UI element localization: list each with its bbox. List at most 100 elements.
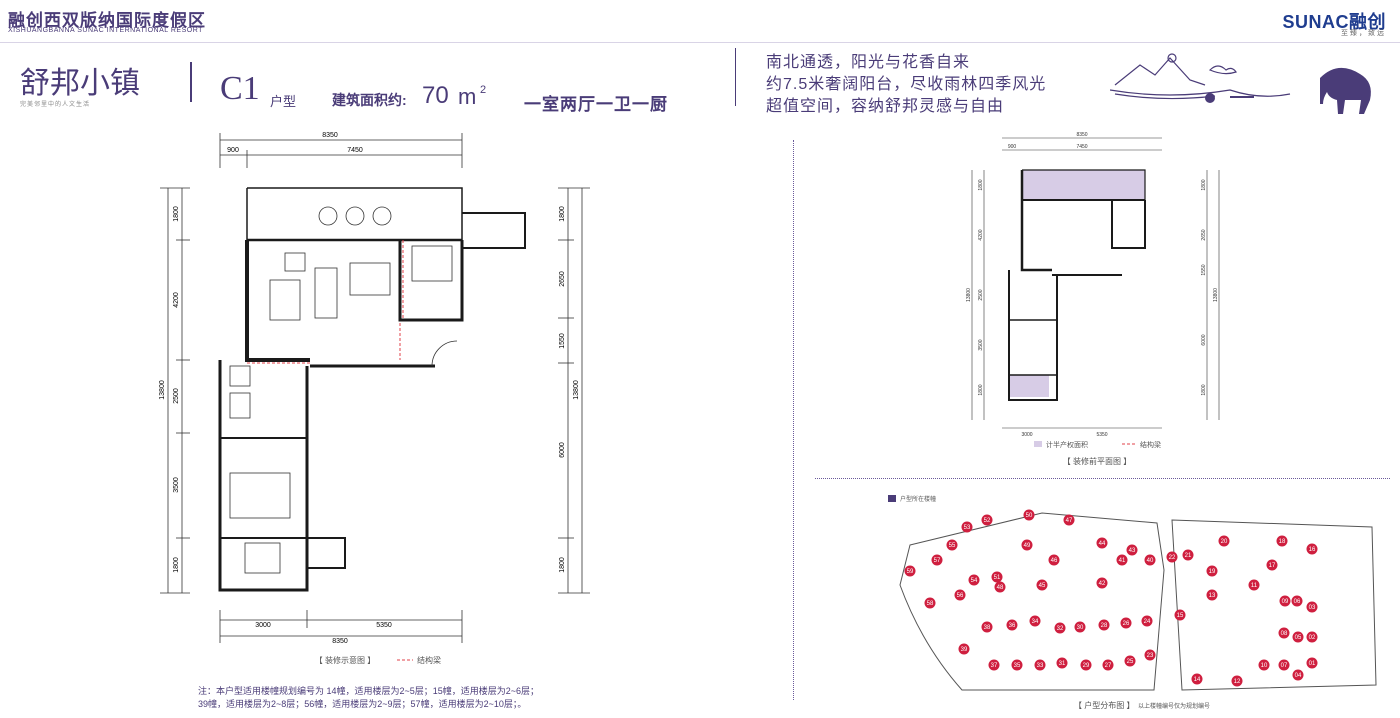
building-label-01: 01 (1309, 661, 1316, 667)
building-marker-45 (1036, 579, 1048, 591)
pre-dim-right-2: 2650 (1201, 229, 1207, 240)
building-marker-01 (1306, 657, 1318, 669)
building-label-24: 24 (1144, 619, 1151, 625)
building-label-41: 41 (1119, 558, 1126, 564)
building-label-19: 19 (1209, 569, 1216, 575)
dim-right-1: 1800 (559, 206, 566, 222)
project-tagline: 完美邻里中的人文生活 (20, 102, 91, 108)
decorative-illustration (1110, 53, 1371, 114)
building-label-53: 53 (964, 525, 971, 531)
area-label: 建筑面积约: (332, 92, 407, 108)
building-marker-29 (1080, 659, 1092, 671)
main-floor-plan: 8350 900 7450 13800 1800 4200 2500 3500 … (159, 132, 590, 665)
building-marker-07 (1278, 659, 1290, 671)
dim-left-5: 1800 (173, 557, 180, 573)
brand-name-cn: 融创西双版纳国际度假区 (8, 11, 206, 30)
building-label-20: 20 (1221, 539, 1228, 545)
building-label-06: 06 (1294, 599, 1301, 605)
building-marker-37 (988, 659, 1000, 671)
building-label-48: 48 (997, 585, 1004, 591)
pre-dim-left-3: 2500 (978, 289, 984, 300)
pre-dim-top-right: 7450 (1076, 144, 1087, 150)
area-unit: m (458, 84, 477, 109)
half-area-legend-swatch (1034, 441, 1042, 447)
pre-dim-top-left: 900 (1008, 144, 1017, 150)
building-marker-05 (1292, 631, 1304, 643)
pre-dim-right-total: 13800 (1213, 288, 1219, 302)
building-marker-46 (1048, 554, 1060, 566)
feature-3: 超值空间，容纳舒邦灵感与自由 (766, 98, 1005, 115)
building-marker-26 (1120, 617, 1132, 629)
dim-bottom-left: 3000 (255, 622, 271, 629)
building-marker-49 (1021, 539, 1033, 551)
building-label-17: 17 (1269, 563, 1276, 569)
pre-dim-bottom-left: 3000 (1021, 432, 1032, 438)
building-marker-23 (1144, 649, 1156, 661)
dim-bottom-right: 5350 (376, 622, 392, 629)
building-marker-25 (1124, 655, 1136, 667)
building-marker-32 (1054, 622, 1066, 634)
area-value: 70 (422, 82, 449, 109)
site-caption: 【 户型分布图 】 (1074, 701, 1135, 710)
building-marker-33 (1034, 659, 1046, 671)
site-legend-swatch (888, 495, 896, 502)
building-label-21: 21 (1185, 553, 1192, 559)
building-label-34: 34 (1032, 619, 1039, 625)
sunac-logo: SUNAC融创 (1282, 12, 1386, 32)
pre-dim-left-total: 13800 (966, 288, 972, 302)
building-marker-47 (1063, 514, 1075, 526)
building-marker-38 (981, 621, 993, 633)
building-marker-58 (924, 597, 936, 609)
building-label-58: 58 (927, 601, 934, 607)
dim-right-4: 6000 (559, 442, 566, 458)
building-label-45: 45 (1039, 583, 1046, 589)
building-label-11: 11 (1251, 583, 1258, 589)
building-marker-41 (1116, 554, 1128, 566)
building-label-15: 15 (1177, 613, 1184, 619)
building-label-43: 43 (1129, 548, 1136, 554)
building-marker-12 (1231, 675, 1243, 687)
building-marker-09 (1279, 595, 1291, 607)
building-label-36: 36 (1009, 623, 1016, 629)
dim-top-left: 900 (227, 147, 239, 154)
building-label-31: 31 (1059, 661, 1066, 667)
building-label-07: 07 (1281, 663, 1288, 669)
building-marker-22 (1166, 551, 1178, 563)
building-label-52: 52 (984, 518, 991, 524)
building-marker-13 (1206, 589, 1218, 601)
building-label-51: 51 (994, 575, 1001, 581)
building-label-26: 26 (1123, 621, 1130, 627)
note-line-1: 注：本户型适用楼幢规划编号为 14幢，适用楼层为2~5层；15幢，适用楼层为2~… (198, 686, 540, 696)
dim-top-total: 8350 (322, 132, 338, 139)
feature-separator (735, 48, 736, 106)
building-marker-06 (1291, 595, 1303, 607)
building-label-47: 47 (1066, 518, 1073, 524)
pre-dim-bottom-right: 5350 (1096, 432, 1107, 438)
building-label-09: 09 (1282, 599, 1289, 605)
unit-code: C1 (220, 70, 260, 107)
building-marker-56 (954, 589, 966, 601)
building-label-49: 49 (1024, 543, 1031, 549)
building-marker-15 (1174, 609, 1186, 621)
building-marker-59 (904, 565, 916, 577)
building-marker-54 (968, 574, 980, 586)
building-marker-08 (1278, 627, 1290, 639)
dim-left-2: 4200 (173, 292, 180, 308)
building-label-44: 44 (1099, 541, 1106, 547)
dim-left-3: 2500 (173, 388, 180, 404)
building-label-16: 16 (1309, 547, 1316, 553)
building-marker-17 (1266, 559, 1278, 571)
building-marker-52 (981, 514, 993, 526)
building-marker-03 (1306, 601, 1318, 613)
building-label-42: 42 (1099, 581, 1106, 587)
building-label-14: 14 (1194, 677, 1201, 683)
building-label-50: 50 (1026, 513, 1033, 519)
building-label-18: 18 (1279, 539, 1286, 545)
building-label-56: 56 (957, 593, 964, 599)
building-label-40: 40 (1147, 558, 1154, 564)
pre-dim-top-total: 8350 (1076, 132, 1087, 138)
building-marker-02 (1306, 631, 1318, 643)
building-label-39: 39 (961, 647, 968, 653)
building-label-04: 04 (1295, 673, 1302, 679)
building-label-59: 59 (907, 569, 914, 575)
